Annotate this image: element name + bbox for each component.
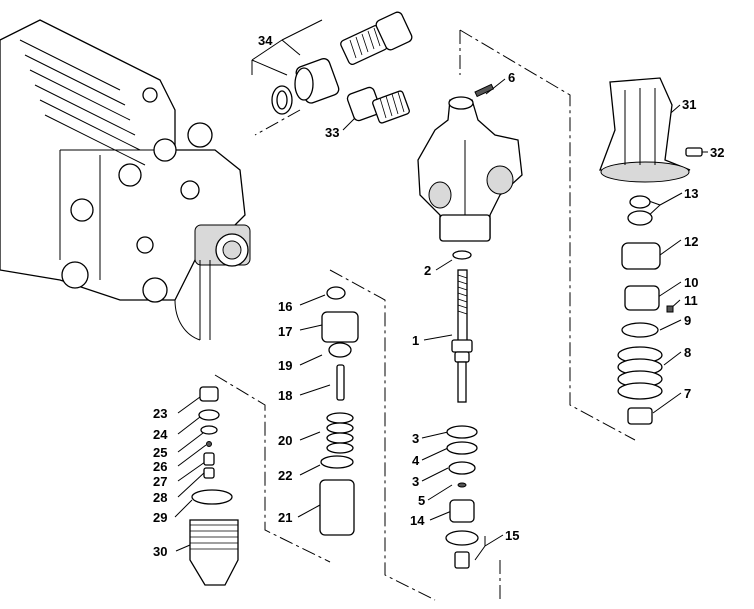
label-29: 29 <box>153 510 167 525</box>
spring-20 <box>326 412 354 454</box>
label-34: 34 <box>258 33 273 48</box>
label-23: 23 <box>153 406 167 421</box>
label-17: 17 <box>278 324 292 339</box>
label-24: 24 <box>153 427 168 442</box>
label-12: 12 <box>684 234 698 249</box>
label-9: 9 <box>684 313 691 328</box>
label-33: 33 <box>325 125 339 140</box>
label-10: 10 <box>684 275 698 290</box>
label-19: 19 <box>278 358 292 373</box>
label-30: 30 <box>153 544 167 559</box>
label-20: 20 <box>278 433 292 448</box>
label-27: 27 <box>153 474 167 489</box>
pump-block <box>0 19 251 341</box>
label-31: 31 <box>682 97 696 112</box>
label-25: 25 <box>153 445 167 460</box>
cap-stack <box>599 77 703 425</box>
label-14: 14 <box>410 513 425 528</box>
label-21: 21 <box>278 510 292 525</box>
assembly-lines <box>214 29 636 601</box>
label-22: 22 <box>278 468 292 483</box>
label-28: 28 <box>153 490 167 505</box>
label-6: 6 <box>508 70 515 85</box>
spring-8 <box>617 346 663 400</box>
part-labels: 34 33 6 31 32 13 12 10 11 9 8 7 2 1 3 4 … <box>153 33 724 559</box>
unloader-body <box>417 83 523 242</box>
label-13: 13 <box>684 186 698 201</box>
label-16: 16 <box>278 299 292 314</box>
label-3-lower: 3 <box>412 474 419 489</box>
label-26: 26 <box>153 459 167 474</box>
label-5: 5 <box>418 493 425 508</box>
label-8: 8 <box>684 345 691 360</box>
piston-stack <box>445 250 479 569</box>
label-15: 15 <box>505 528 519 543</box>
nozzle-column <box>189 386 239 586</box>
valve-column-center <box>319 286 359 536</box>
label-11: 11 <box>684 293 698 308</box>
label-1: 1 <box>412 333 419 348</box>
label-7: 7 <box>684 386 691 401</box>
label-4: 4 <box>412 453 420 468</box>
label-32: 32 <box>710 145 724 160</box>
leader-lines <box>174 19 708 561</box>
fittings-34-33 <box>271 11 413 124</box>
label-2: 2 <box>424 263 431 278</box>
label-3-upper: 3 <box>412 431 419 446</box>
label-18: 18 <box>278 388 292 403</box>
